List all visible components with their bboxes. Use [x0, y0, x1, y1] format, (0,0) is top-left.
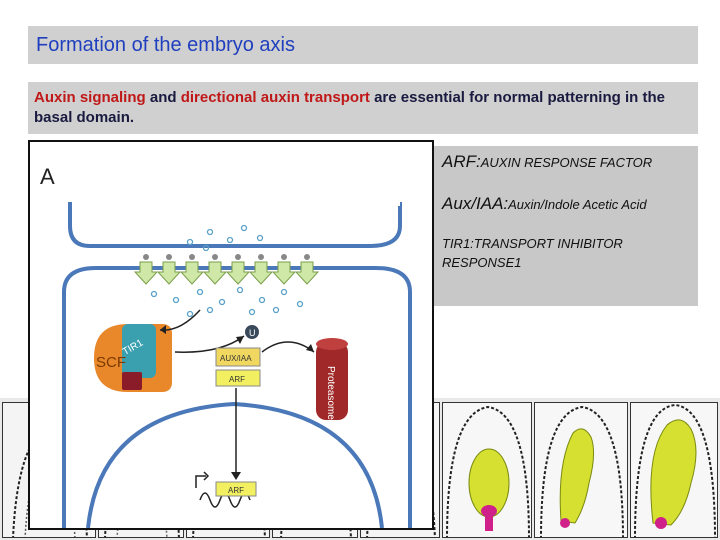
- subtitle-text-rest: are essential for normal patterning in t…: [34, 89, 665, 126]
- definition-auxiaa-term: Aux/IAA:: [442, 194, 509, 213]
- subtitle-highlight-auxin-signaling: Auxin signaling: [34, 89, 146, 106]
- auxiaa-label: AUX/IAA: [220, 354, 252, 363]
- subtitle-highlight-auxin-transport: directional auxin transport: [180, 89, 370, 106]
- arf-bottom-label: ARF: [228, 486, 244, 495]
- ubiquitin-label: U: [249, 328, 256, 338]
- definition-auxiaa-expl: Auxin/Indole Acetic Acid: [508, 197, 647, 212]
- embryo-image-7: [534, 402, 628, 538]
- definition-arf-term: ARF:: [442, 152, 481, 171]
- slide-title: Formation of the embryo axis: [36, 34, 295, 56]
- ubiquitin-icon: [245, 325, 259, 339]
- upper-cell-membrane: [68, 202, 402, 248]
- embryo-image-6: [442, 402, 532, 538]
- definition-arf: ARF:AUXIN RESPONSE FACTOR: [442, 152, 652, 172]
- scf-label: SCF: [96, 354, 126, 371]
- definitions-box: ARF:AUXIN RESPONSE FACTOR Aux/IAA:Auxin/…: [434, 146, 698, 306]
- auxiaa-box: [215, 347, 261, 367]
- arf-label: ARF: [229, 375, 245, 384]
- subtitle-text-and: and: [145, 89, 181, 106]
- nucleus-membrane: [86, 401, 384, 528]
- auxin-signaling-diagram: SCF TIR1 U AUX/IAA ARF Proteasome ARF: [28, 140, 434, 530]
- scf-tir1-complex: [94, 324, 172, 392]
- arf-bottom-box: [215, 481, 257, 497]
- slide-title-bar: Formation of the embryo axis: [28, 26, 698, 64]
- slide-subtitle: Auxin signaling and directional auxin tr…: [28, 82, 698, 134]
- definition-auxiaa: Aux/IAA:Auxin/Indole Acetic Acid: [442, 194, 647, 214]
- arf-box: [215, 369, 261, 387]
- definition-arf-expl: AUXIN RESPONSE FACTOR: [480, 155, 653, 170]
- proteasome-label: Proteasome: [325, 366, 336, 420]
- definition-tir1: TIR1:TRANSPORT INHIBITOR RESPONSE1: [442, 236, 623, 270]
- auxin-molecules: [150, 224, 304, 318]
- embryo-image-8: [630, 402, 718, 538]
- auxin-transport-arrows: [133, 261, 320, 285]
- panel-label: A: [40, 164, 55, 189]
- proteasome: [316, 338, 348, 420]
